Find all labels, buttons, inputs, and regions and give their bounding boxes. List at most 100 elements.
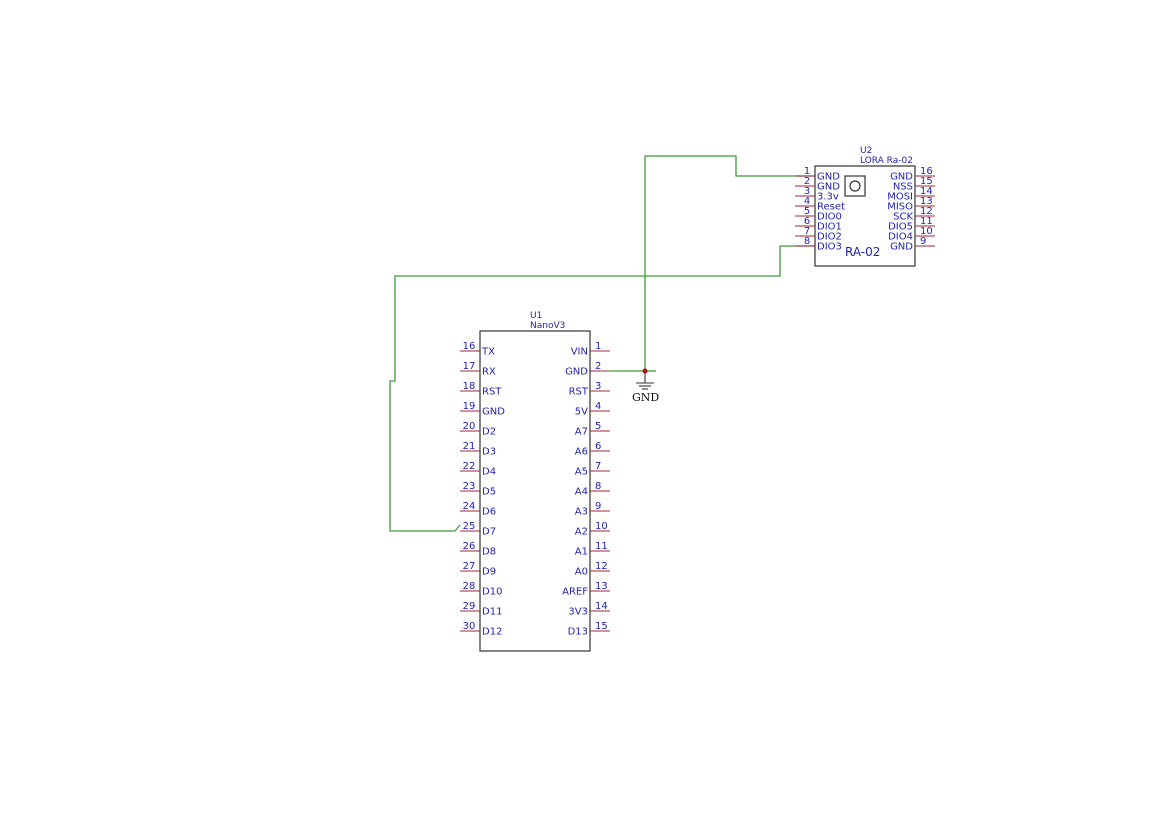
pin-number: 6 — [595, 441, 601, 452]
pin-name: DIO2 — [817, 232, 842, 243]
pin-name: DIO1 — [817, 222, 842, 233]
junction-dot — [642, 368, 648, 374]
pin-name: A6 — [575, 447, 588, 458]
u1-right-pin-9[interactable]: 9A3 — [575, 501, 610, 518]
u1-right-pin-4[interactable]: 45V — [575, 401, 610, 418]
pin-name: D12 — [482, 627, 502, 638]
pin-number: 7 — [595, 461, 601, 472]
pin-name: A3 — [575, 507, 588, 518]
pin-name: NSS — [893, 182, 913, 193]
wire-dio3-d7[interactable] — [389, 245, 815, 532]
pin-number: 16 — [463, 341, 476, 352]
pin-number: 11 — [595, 541, 608, 552]
pin-name: TX — [481, 347, 495, 358]
pin-name: D8 — [482, 547, 496, 558]
pin-name: A4 — [575, 487, 588, 498]
u1-body — [479, 330, 591, 652]
gnd-power-symbol[interactable]: GND — [632, 371, 659, 404]
pin-number: 3 — [804, 186, 810, 197]
pin-number: 8 — [595, 481, 601, 492]
pin-name: AREF — [562, 587, 588, 598]
pin-name: 3V3 — [568, 607, 588, 618]
pin-name: GND — [482, 407, 505, 418]
pin-number: 15 — [920, 176, 933, 187]
pin-name: A2 — [575, 527, 588, 538]
pin-number: 10 — [595, 521, 608, 532]
pin-number: 24 — [463, 501, 476, 512]
pin-name: D9 — [482, 567, 496, 578]
u2-antenna-icon — [849, 180, 861, 192]
pin-number: 3 — [595, 381, 601, 392]
u1-right-pin-6[interactable]: 6A6 — [575, 441, 610, 458]
wire-gnd-net[interactable] — [610, 155, 815, 372]
gnd-label: GND — [632, 391, 659, 404]
u1-right-pin-8[interactable]: 8A4 — [575, 481, 610, 498]
pin-name: D11 — [482, 607, 502, 618]
pin-name: DIO5 — [888, 222, 913, 233]
pin-name: 5V — [575, 407, 588, 418]
pin-name: DIO0 — [817, 212, 842, 223]
pin-name: GND — [817, 182, 840, 193]
u1-right-pin-7[interactable]: 7A5 — [575, 461, 610, 478]
pin-name: RX — [482, 367, 496, 378]
pin-name: D6 — [482, 507, 496, 518]
pin-number: 5 — [595, 421, 601, 432]
pin-name: GND — [890, 242, 913, 253]
pin-number: 23 — [463, 481, 476, 492]
pin-name: DIO3 — [817, 242, 842, 253]
pin-number: 2 — [804, 176, 810, 187]
pin-number: 18 — [463, 381, 476, 392]
u1-right-pin-5[interactable]: 5A7 — [575, 421, 610, 438]
pin-number: 12 — [920, 206, 933, 217]
pin-number: 1 — [595, 341, 601, 352]
pin-number: 20 — [463, 421, 476, 432]
pin-number: 29 — [463, 601, 476, 612]
pin-name: D4 — [482, 467, 496, 478]
pin-number: 26 — [463, 541, 476, 552]
